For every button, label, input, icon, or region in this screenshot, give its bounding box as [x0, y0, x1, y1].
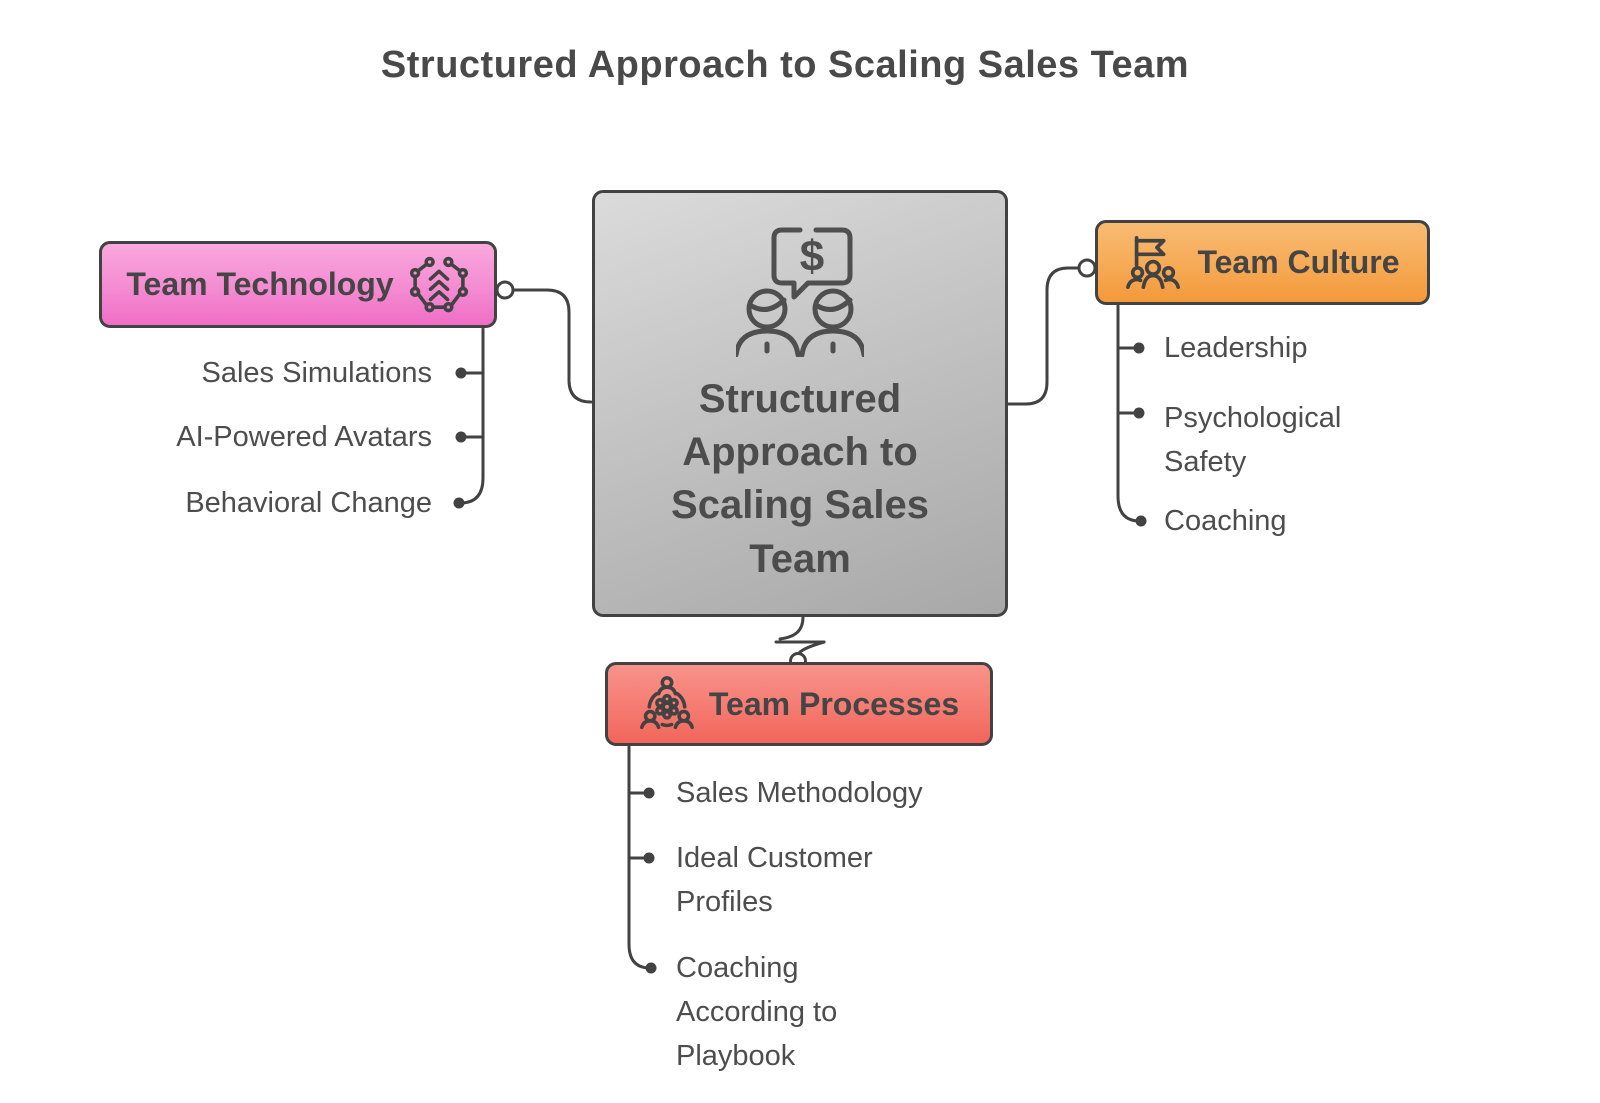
connector-center-culture [1006, 266, 1080, 406]
culture-anchor-circle [1077, 258, 1097, 278]
flag-team-icon [1126, 235, 1181, 289]
list-item-behavioral-change: Behavioral Change [185, 487, 432, 519]
list-item-coaching-according-to-playbook: Coaching According to Playbook [676, 952, 838, 1072]
team-processes-label: Team Processes [708, 685, 960, 722]
connector-center-processes-a [778, 615, 805, 641]
technology-anchor-circle [495, 280, 515, 300]
technology-item-dot-3 [453, 497, 465, 509]
processes-item-dot-2 [643, 852, 655, 864]
culture-item-dot-1 [1133, 342, 1145, 354]
technology-item-dot-2 [455, 431, 467, 443]
gear-team-icon [639, 676, 694, 730]
branch-node-team-culture: Team Culture [1095, 220, 1430, 305]
list-item-ai-powered-avatars: AI-Powered Avatars [176, 421, 432, 453]
ai-network-icon [409, 256, 468, 312]
branch-node-team-technology: Team Technology [99, 241, 497, 328]
connector-technology-center [511, 288, 593, 404]
branch-node-team-processes: Team Processes [605, 662, 993, 746]
sales-conversation-icon: $ [736, 227, 864, 357]
processes-items-spine [627, 745, 650, 970]
processes-item-dot-1 [643, 787, 655, 799]
svg-text:$: $ [800, 232, 824, 281]
page-title: Structured Approach to Scaling Sales Tea… [380, 44, 1190, 86]
culture-items-spine [1116, 304, 1140, 523]
culture-item-dot-2 [1133, 407, 1145, 419]
list-item-coaching: Coaching [1164, 505, 1287, 537]
list-item-sales-simulations: Sales Simulations [201, 357, 433, 389]
list-item-psychological-safety: Psychological Safety [1164, 402, 1342, 478]
culture-item-dot-3 [1135, 515, 1147, 527]
processes-item-dot-3 [645, 962, 657, 974]
list-item-sales-methodology: Sales Methodology [676, 777, 923, 809]
list-item-leadership: Leadership [1164, 332, 1308, 364]
technology-item-dot-1 [455, 367, 467, 379]
central-topic-node: $ Structured Approach to Scaling Sales T… [592, 190, 1008, 617]
team-culture-label: Team Culture [1197, 244, 1400, 280]
central-topic-label: Structured Approach to Scaling Sales Tea… [671, 377, 929, 581]
technology-items-spine [460, 327, 485, 505]
list-item-ideal-customer-profiles: Ideal Customer Profiles [676, 842, 873, 918]
team-technology-label: Team Technology [126, 266, 394, 302]
